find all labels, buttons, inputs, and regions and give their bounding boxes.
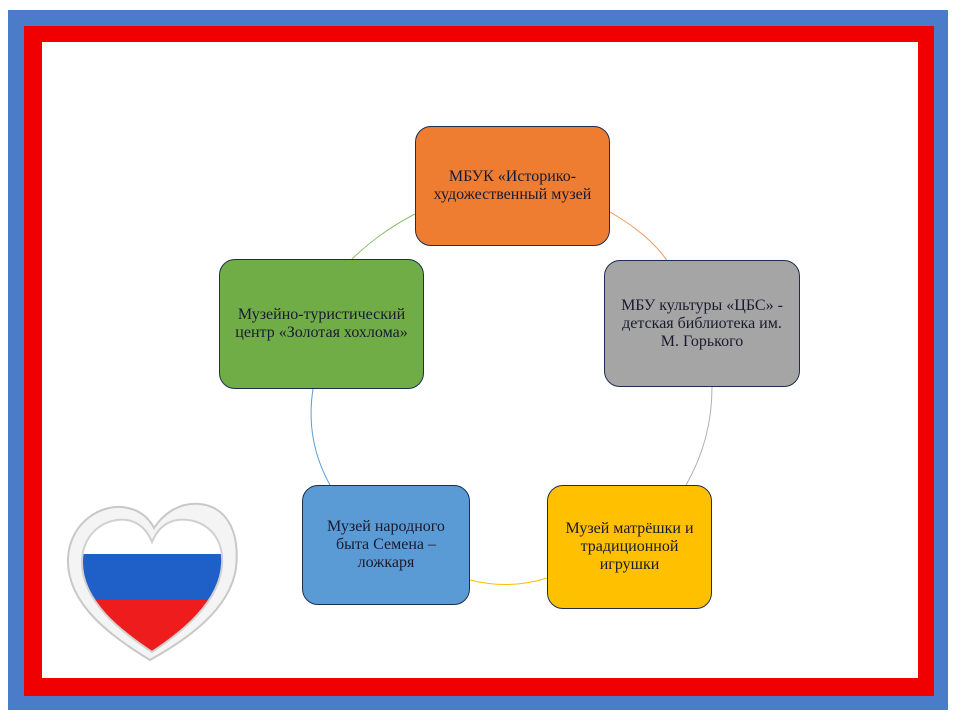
node-label: МБУ культуры «ЦБС» - детская библиотека … bbox=[621, 296, 783, 350]
heart-russian-flag-icon bbox=[66, 502, 238, 662]
connector-4-5 bbox=[310, 388, 331, 486]
connector-2-3 bbox=[685, 386, 713, 486]
node-historical-art-museum: МБУК «Историко-художественный музей bbox=[415, 126, 610, 246]
node-label: Музей матрёшки и традиционной игрушки bbox=[565, 520, 694, 573]
node-label: Музейно-туристический центр «Золотая хох… bbox=[235, 306, 408, 341]
node-folk-life-museum: Музей народного быта Семена – ложкаря bbox=[302, 485, 470, 605]
node-label: Музей народного быта Семена – ложкаря bbox=[327, 518, 445, 571]
node-children-library: МБУ культуры «ЦБС» - детская библиотека … bbox=[604, 260, 800, 387]
node-matryoshka-museum: Музей матрёшки и традиционной игрушки bbox=[547, 485, 712, 609]
flag-blue-stripe bbox=[82, 554, 223, 600]
node-label: МБУК «Историко-художественный музей bbox=[433, 168, 592, 203]
connector-3-4 bbox=[469, 577, 548, 586]
connector-1-2 bbox=[609, 211, 669, 263]
connector-5-1 bbox=[351, 213, 416, 260]
node-golden-khokhloma-center: Музейно-туристический центр «Золотая хох… bbox=[219, 259, 424, 389]
